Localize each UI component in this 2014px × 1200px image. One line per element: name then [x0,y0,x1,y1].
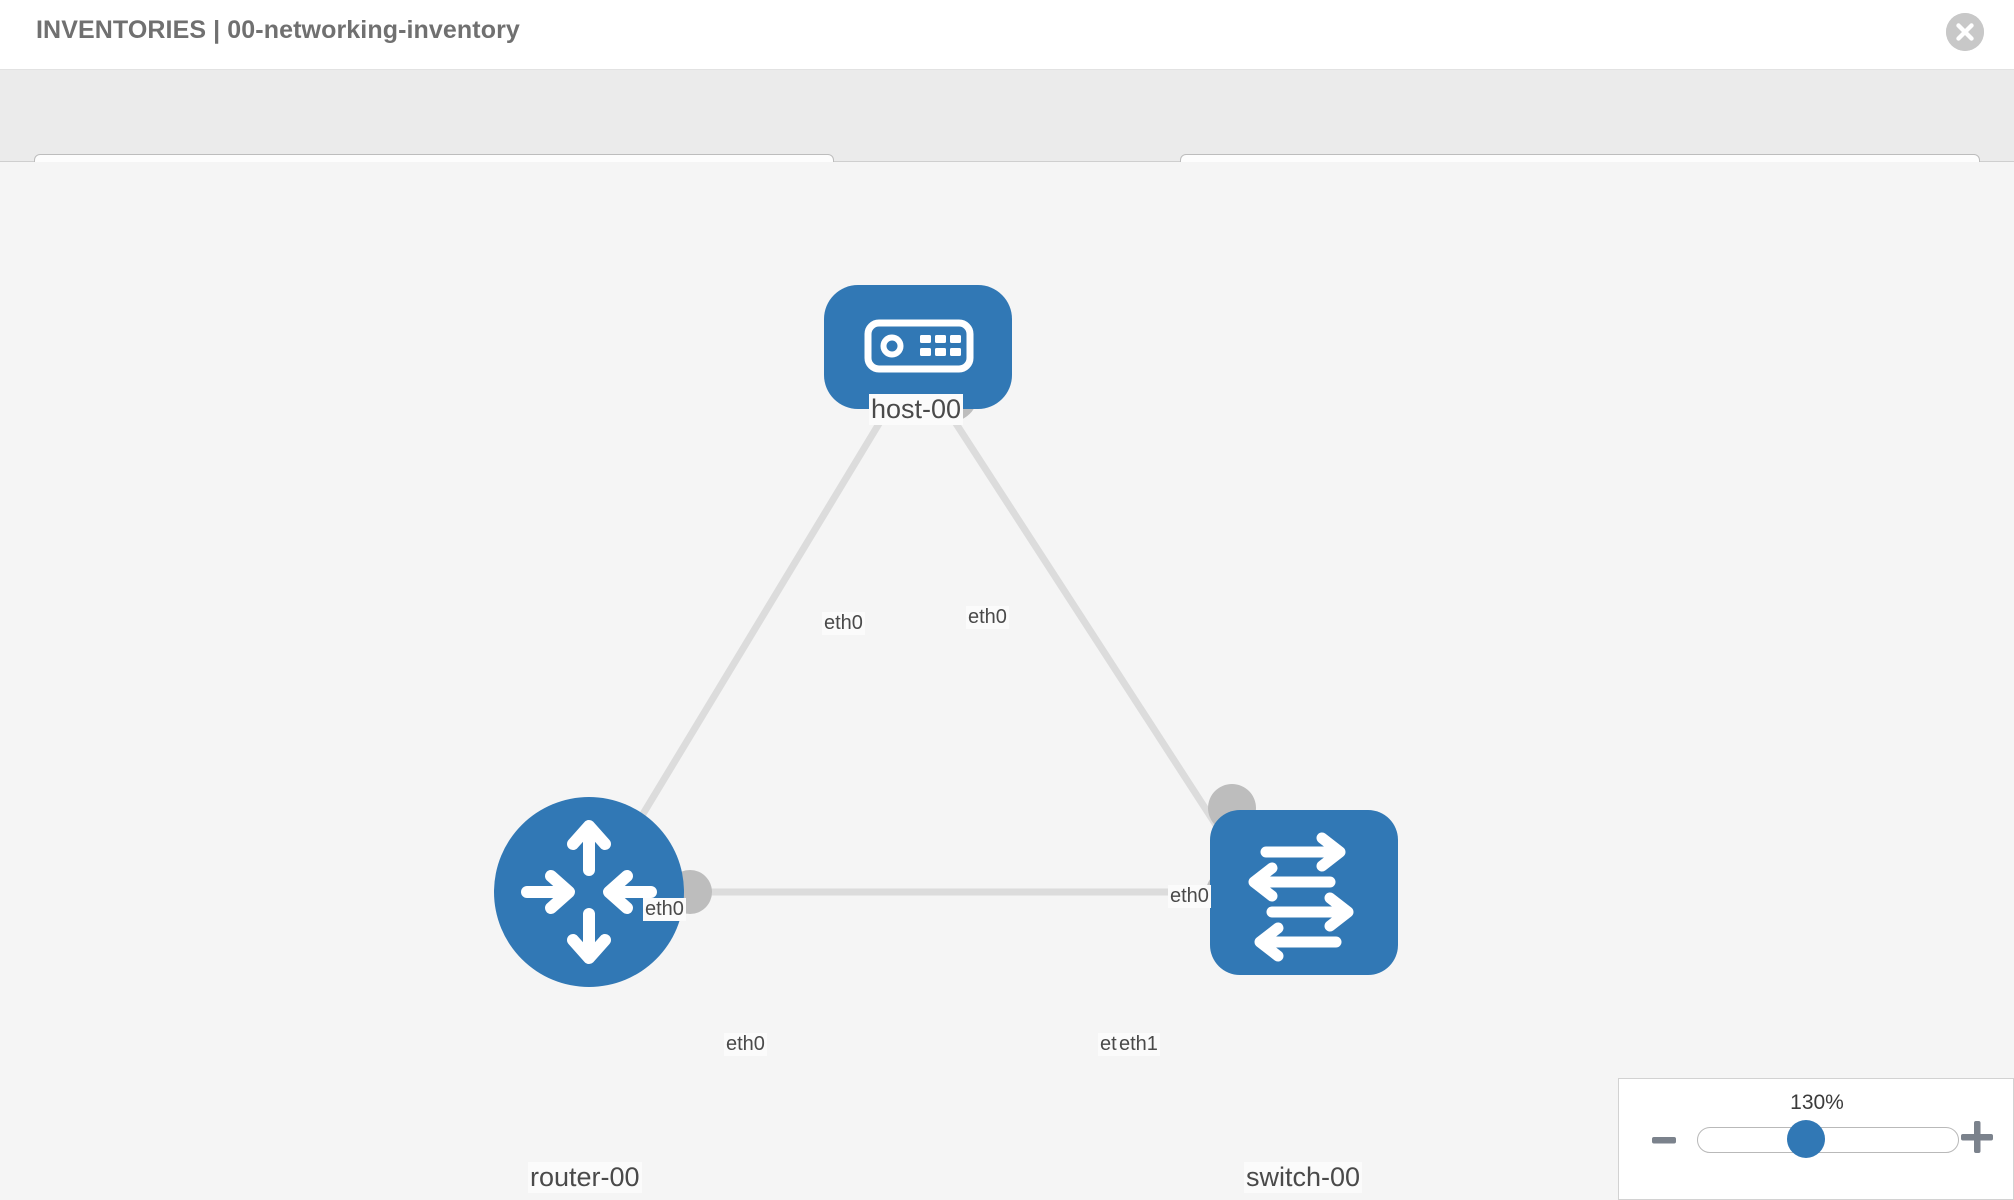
toolbar: ACTIONS SEARCH [0,70,2014,206]
page-title: INVENTORIES | 00-networking-inventory [36,16,520,44]
iface-label-switch-left: eth1 [1117,1033,1160,1056]
node-switch-00[interactable] [1210,810,1398,975]
node-label-host-00: host-00 [869,394,964,426]
close-icon[interactable] [1946,13,1984,51]
iface-label-switch-up: eth0 [1168,885,1211,908]
zoom-control[interactable]: 130% [1618,1078,2014,1200]
topology-canvas[interactable]: host-00 router-00 switch-00 eth0 eth0 et… [0,162,2014,1200]
iface-label-host-right: eth0 [966,606,1009,629]
iface-label-host-left: eth0 [822,612,865,635]
zoom-percent-label: 130% [1790,1091,1844,1114]
plus-icon[interactable] [1961,1121,1993,1153]
minus-icon[interactable] [1651,1127,1677,1153]
iface-label-router-up: eth0 [643,898,686,921]
node-host-00[interactable] [824,285,1012,409]
link-host-switch [952,420,1243,864]
link-router-host [617,420,883,854]
zoom-slider-thumb[interactable] [1787,1120,1825,1158]
topology-graph[interactable] [0,162,2014,1200]
connector-stubs [668,366,1256,914]
node-label-router-00: router-00 [528,1162,642,1194]
node-router-00[interactable] [494,797,684,987]
iface-label-router-right: eth0 [724,1033,767,1056]
node-label-switch-00: switch-00 [1244,1162,1363,1194]
zoom-slider-track[interactable] [1697,1127,1959,1153]
page-header: INVENTORIES | 00-networking-inventory [0,0,2014,70]
